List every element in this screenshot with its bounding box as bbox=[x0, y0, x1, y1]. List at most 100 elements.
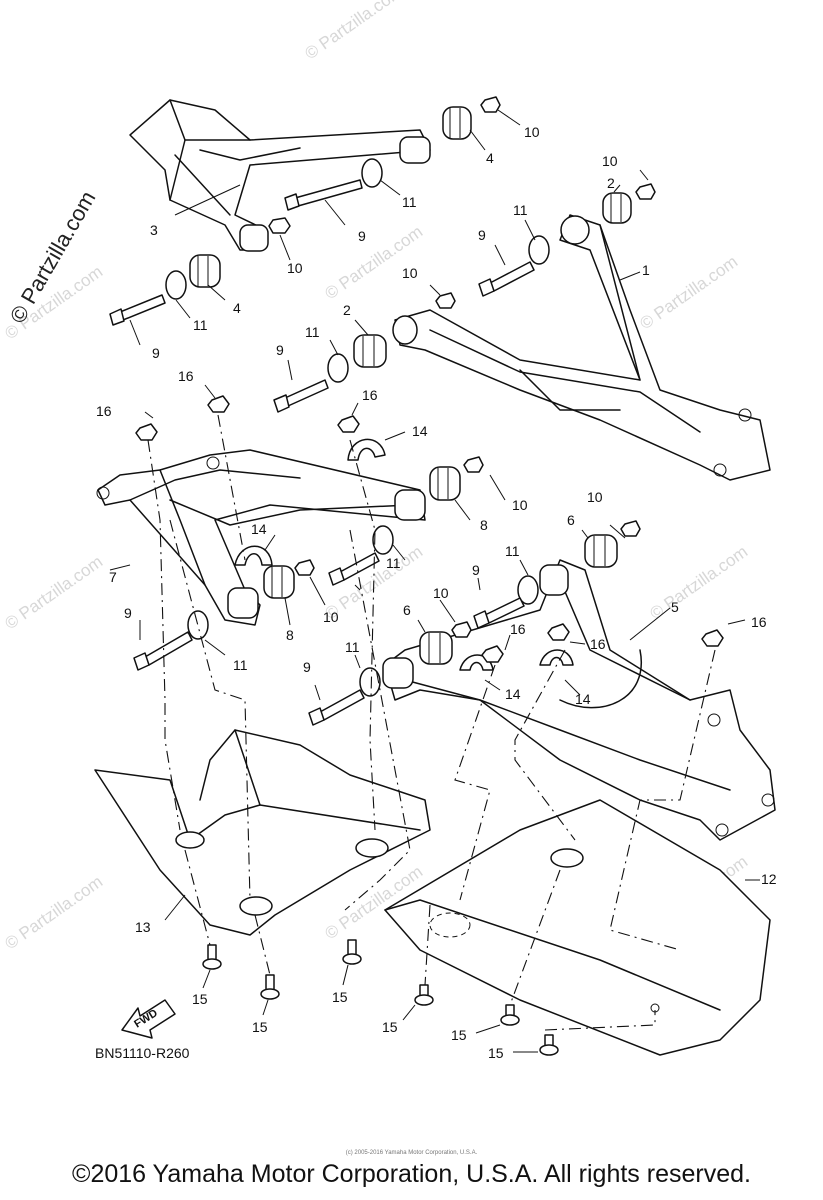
washer-11 bbox=[327, 353, 349, 383]
callout: 10 bbox=[524, 124, 540, 140]
bushing-4-lower bbox=[189, 254, 221, 288]
callout: 7 bbox=[109, 569, 117, 585]
clamp-14 bbox=[539, 649, 574, 666]
callout: 14 bbox=[251, 521, 267, 537]
nut-16 bbox=[701, 629, 724, 647]
bushing-2-lower bbox=[353, 334, 387, 368]
washer-11 bbox=[517, 575, 539, 605]
nut-16 bbox=[337, 415, 360, 433]
callout: 16 bbox=[590, 636, 606, 652]
bushing-6-upper bbox=[584, 534, 618, 568]
callout: 13 bbox=[135, 919, 151, 935]
callout-labels: 1 2 2 3 4 4 5 6 6 7 8 8 9 9 9 9 9 9 9 10… bbox=[96, 124, 777, 1061]
callout: 11 bbox=[233, 657, 248, 673]
callout: 10 bbox=[587, 489, 603, 505]
callout: 14 bbox=[505, 686, 521, 702]
callout: 10 bbox=[602, 153, 618, 169]
callout: 11 bbox=[305, 324, 320, 340]
callout: 3 bbox=[150, 222, 158, 238]
callout: 15 bbox=[332, 989, 348, 1005]
clamp-14 bbox=[234, 545, 273, 566]
fwd-arrow-icon: FWD bbox=[121, 999, 176, 1039]
callout: 5 bbox=[671, 599, 679, 615]
bolt-9 bbox=[109, 294, 166, 326]
callout: 11 bbox=[513, 202, 528, 218]
callout: 15 bbox=[451, 1027, 467, 1043]
callout: 15 bbox=[252, 1019, 268, 1035]
nut-16 bbox=[481, 645, 504, 663]
callout: 11 bbox=[345, 639, 360, 655]
nut-10 bbox=[268, 217, 291, 234]
nut-16 bbox=[135, 423, 158, 441]
callout: 10 bbox=[323, 609, 339, 625]
nut-10 bbox=[620, 520, 641, 537]
callout: 16 bbox=[362, 387, 378, 403]
clamp-14 bbox=[347, 438, 386, 461]
callout: 9 bbox=[472, 562, 480, 578]
bolt-15 bbox=[342, 939, 362, 965]
bolt-9 bbox=[473, 597, 525, 629]
callout: 16 bbox=[178, 368, 194, 384]
washer-11 bbox=[361, 158, 383, 188]
callout: 9 bbox=[358, 228, 366, 244]
copyright-footer: ©2016 Yamaha Motor Corporation, U.S.A. A… bbox=[72, 1160, 751, 1188]
callout: 10 bbox=[512, 497, 528, 513]
washer-11 bbox=[372, 525, 394, 555]
lower-arm-right bbox=[382, 559, 776, 841]
copyright-small-note: (c) 2005-2016 Yamaha Motor Corporation, … bbox=[345, 1150, 478, 1156]
callout: 14 bbox=[575, 691, 591, 707]
bolt-9 bbox=[284, 179, 363, 211]
callout: 4 bbox=[486, 150, 494, 166]
callout: 10 bbox=[433, 585, 449, 601]
callout: 14 bbox=[412, 423, 428, 439]
callout: 16 bbox=[751, 614, 767, 630]
callout: 9 bbox=[276, 342, 284, 358]
bolt-15 bbox=[202, 944, 222, 970]
callout: 15 bbox=[382, 1019, 398, 1035]
callout: 11 bbox=[193, 317, 208, 333]
callout: 10 bbox=[402, 265, 418, 281]
guard-left bbox=[94, 729, 431, 936]
washer-11 bbox=[528, 235, 550, 265]
watermark: © Partzilla.com bbox=[1, 552, 106, 633]
guard-right bbox=[384, 799, 771, 1056]
callout: 6 bbox=[567, 512, 575, 528]
bushing-4-upper bbox=[442, 106, 472, 140]
bolt-9 bbox=[273, 379, 329, 413]
washer-11 bbox=[165, 270, 187, 300]
nut-10 bbox=[635, 183, 656, 200]
nut-10 bbox=[294, 559, 315, 576]
callout: 8 bbox=[480, 517, 488, 533]
watermark: © Partzilla.com bbox=[646, 542, 751, 623]
bolt-15 bbox=[539, 1034, 559, 1056]
callout: 9 bbox=[478, 227, 486, 243]
washer-11 bbox=[359, 667, 381, 697]
lower-arm-left bbox=[96, 449, 426, 626]
assembly-lines bbox=[147, 414, 716, 1031]
bolt-9 bbox=[478, 261, 535, 297]
callout: 2 bbox=[607, 175, 615, 191]
watermark: © Partzilla.com bbox=[636, 252, 741, 333]
nut-10 bbox=[480, 96, 501, 113]
callout: 4 bbox=[233, 300, 241, 316]
callout: 15 bbox=[192, 991, 208, 1007]
bushing-8-lower bbox=[263, 565, 295, 599]
diagram-code: BN51110-R260 bbox=[95, 1045, 190, 1061]
nut-10 bbox=[451, 621, 472, 638]
bolt-15 bbox=[260, 974, 280, 1000]
bushing-8-upper bbox=[429, 466, 461, 501]
watermark: © Partzilla.com bbox=[301, 0, 406, 63]
upper-arm-right bbox=[392, 214, 771, 481]
bolt-9 bbox=[133, 631, 193, 671]
callout: 6 bbox=[403, 602, 411, 618]
bolt-15 bbox=[414, 984, 434, 1006]
bolt-9 bbox=[328, 552, 380, 586]
bolt-15 bbox=[500, 1004, 520, 1026]
callout: 8 bbox=[286, 627, 294, 643]
nut-16 bbox=[207, 395, 230, 413]
callout: 12 bbox=[761, 871, 777, 887]
bushing-6-lower bbox=[419, 631, 453, 665]
callout: 15 bbox=[488, 1045, 504, 1061]
bolt-9 bbox=[308, 689, 365, 726]
